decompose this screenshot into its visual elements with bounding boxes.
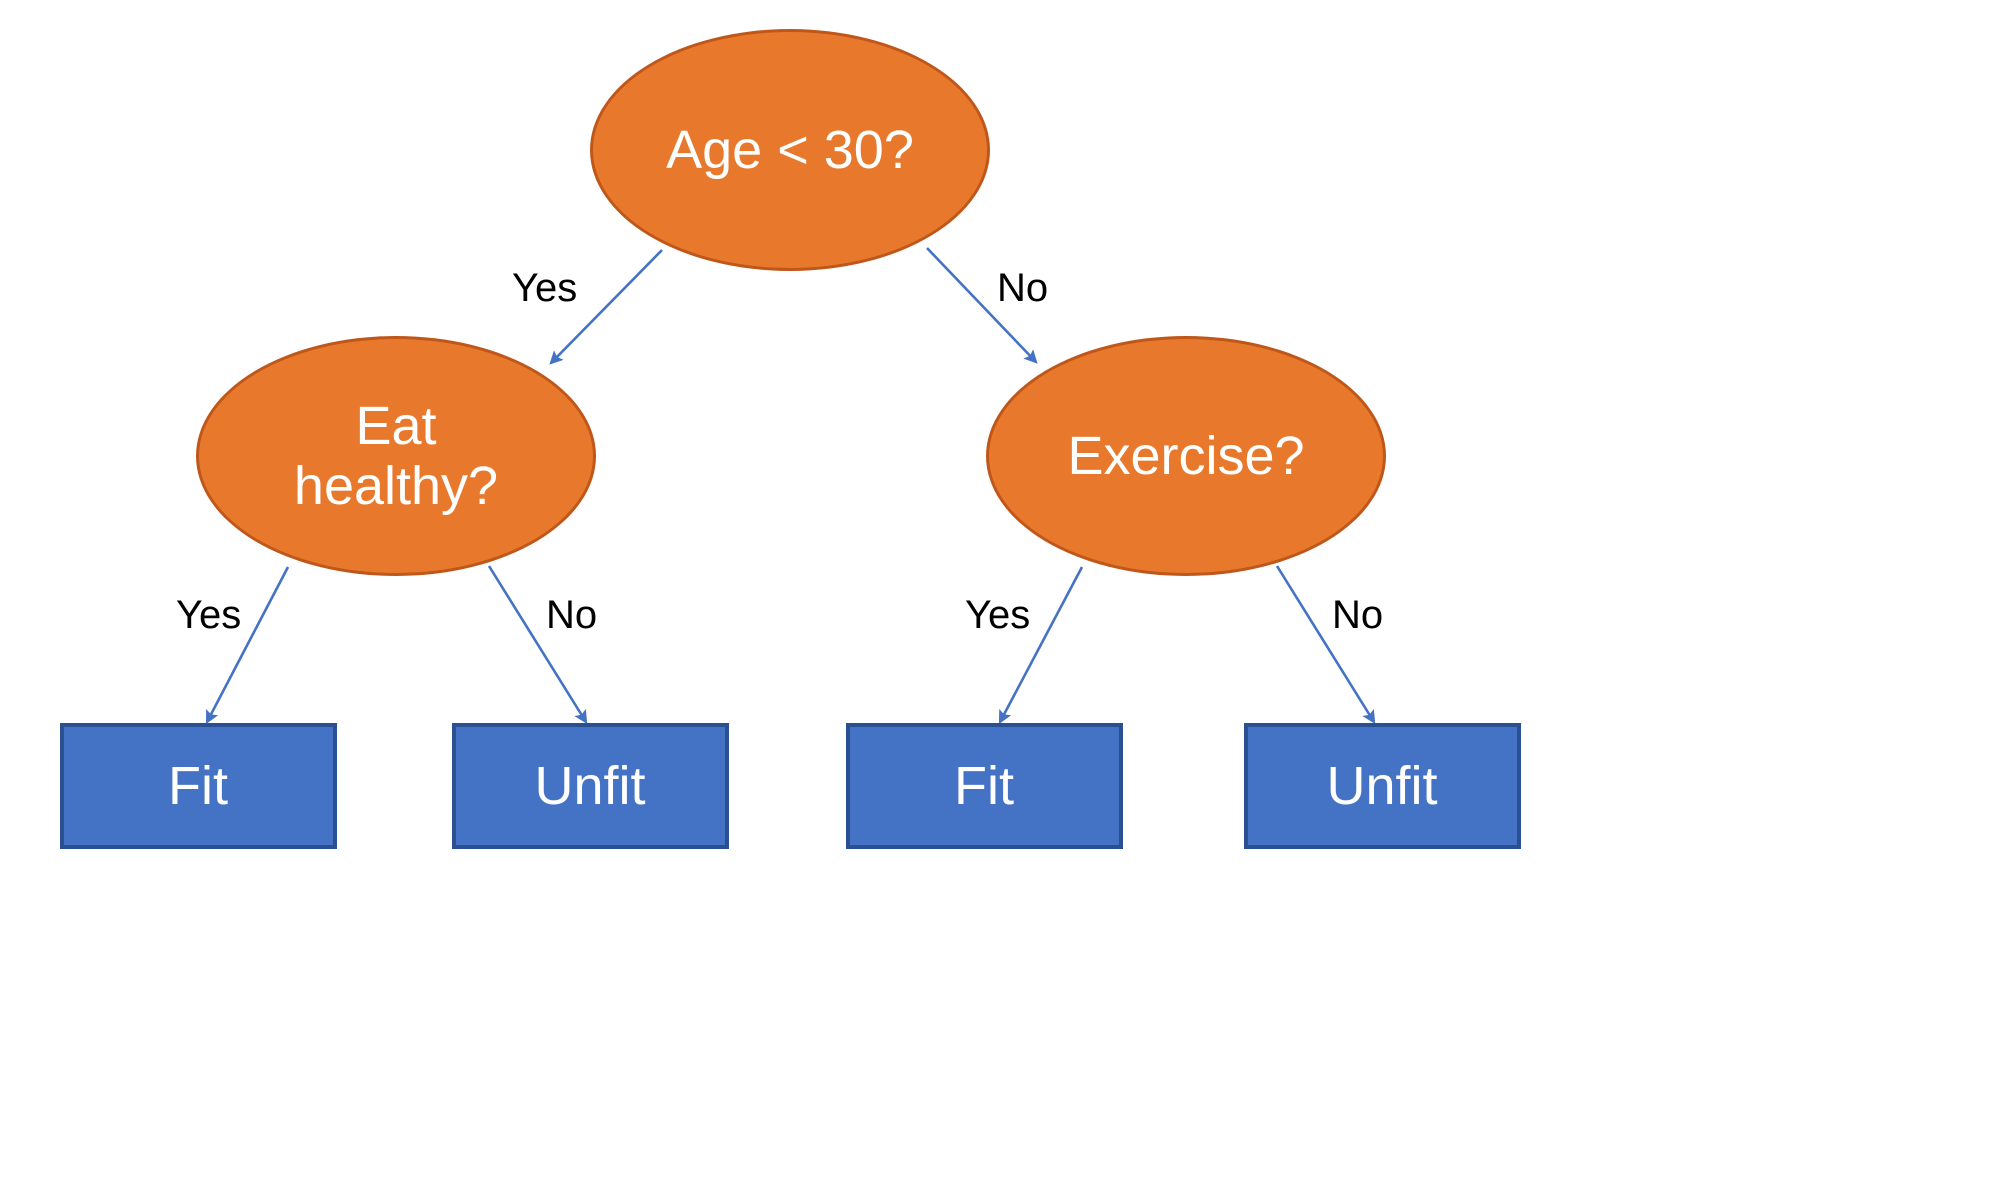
edge-label-e_root_yes: Yes: [512, 266, 578, 310]
node-leaf_fit_1[interactable]: Fit: [59, 723, 337, 849]
node-eat_healthy[interactable]: Eat healthy?: [196, 336, 596, 576]
edge-label-e_eat_yes: Yes: [176, 593, 242, 637]
node-leaf_unfit_1[interactable]: Unfit: [451, 723, 729, 849]
connector-e_exc_no: [1275, 565, 1376, 724]
node-exercise[interactable]: Exercise?: [986, 336, 1386, 576]
node-leaf_fit_2[interactable]: Fit: [845, 723, 1123, 849]
edge-label-e_root_no: No: [997, 266, 1049, 310]
edge-label-e_exc_yes: Yes: [965, 593, 1031, 637]
connector-e_eat_no: [487, 565, 588, 724]
node-root[interactable]: Age < 30?: [590, 29, 990, 271]
edge-label-e_exc_no: No: [1332, 593, 1384, 637]
edge-label-e_eat_no: No: [546, 593, 598, 637]
node-leaf_unfit_2[interactable]: Unfit: [1243, 723, 1521, 849]
connector-e_root_yes: [549, 249, 663, 365]
connector-e_exc_yes: [998, 566, 1084, 725]
connector-e_eat_yes: [205, 566, 290, 725]
connector-e_root_no: [926, 247, 1038, 364]
